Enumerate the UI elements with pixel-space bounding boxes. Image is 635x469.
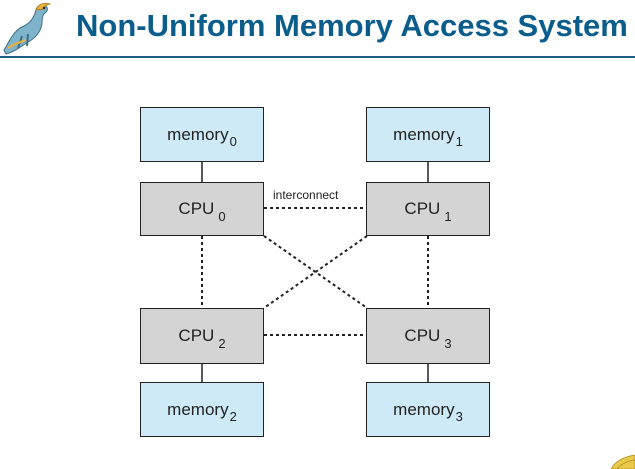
cpu-3-index: 3	[444, 335, 452, 351]
interconnect-label: interconnect	[270, 188, 342, 202]
memory-1-index: 1	[455, 134, 463, 149]
memory-2-label: memory	[167, 399, 229, 419]
corner-decoration-icon	[610, 454, 635, 469]
cpu-2-label: CPU	[178, 326, 215, 345]
cpu-0-index: 0	[218, 208, 226, 224]
slide-title: Non-Uniform Memory Access System	[76, 8, 628, 43]
slide-header: Non-Uniform Memory Access System	[0, 0, 635, 58]
cpu-1-index: 1	[444, 208, 452, 224]
cpu-0-label: CPU	[178, 199, 215, 218]
interconnect-cpu1-cpu2	[263, 235, 368, 309]
memory-3-label: memory	[393, 399, 455, 419]
memory-3-index: 3	[455, 409, 463, 424]
title-divider	[0, 56, 635, 58]
cpu-2-index: 2	[218, 335, 226, 351]
memory-2-index: 2	[229, 409, 237, 424]
cpu-1-label: CPU	[404, 199, 441, 218]
cpu-3-label: CPU	[404, 326, 441, 345]
dinosaur-logo-icon	[3, 2, 52, 55]
memory-1-label: memory	[393, 124, 455, 144]
memory-0-index: 0	[229, 134, 237, 149]
memory-0-label: memory	[167, 124, 229, 144]
